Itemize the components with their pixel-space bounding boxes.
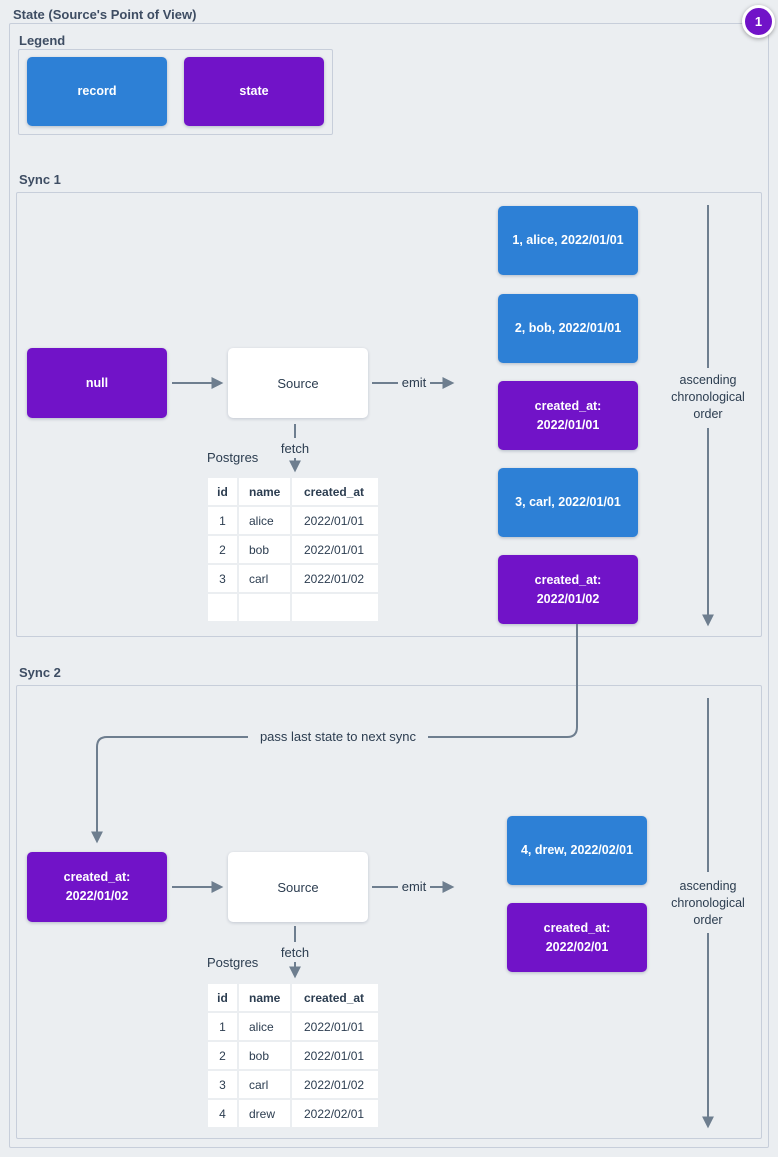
state-line: created_at: bbox=[534, 398, 602, 413]
table-cell: 1 bbox=[208, 1013, 237, 1040]
legend-record-label: record bbox=[77, 84, 117, 98]
sync1-emit-label: emit bbox=[401, 375, 427, 390]
sync1-fetch-label: fetch bbox=[280, 441, 310, 456]
outer-frame bbox=[9, 23, 769, 1148]
table-cell: 3 bbox=[208, 565, 237, 592]
table-header-cell: created_at bbox=[292, 984, 378, 1011]
table-cell bbox=[292, 594, 378, 621]
sync1-input-state-node: null bbox=[27, 348, 167, 418]
table-cell: 3 bbox=[208, 1071, 237, 1098]
table-cell: 1 bbox=[208, 507, 237, 534]
state-line: created_at: bbox=[543, 920, 611, 935]
page-title: State (Source's Point of View) bbox=[13, 7, 197, 22]
table-header-cell: id bbox=[208, 478, 237, 505]
source-label: Source bbox=[277, 375, 319, 391]
sync2-input-state-node: created_at: 2022/01/02 bbox=[27, 852, 167, 922]
table-cell: carl bbox=[239, 565, 290, 592]
sync2-fetch-label: fetch bbox=[280, 945, 310, 960]
table-cell bbox=[239, 594, 290, 621]
sync2-source-node: Source bbox=[228, 852, 368, 922]
sync2-postgres-label: Postgres bbox=[207, 955, 259, 970]
sync1-table: id name created_at 1 alice 2022/01/01 2 … bbox=[208, 478, 378, 621]
sync2-table: id name created_at 1 alice 2022/01/01 2 … bbox=[208, 984, 378, 1127]
state-line: null bbox=[85, 375, 109, 390]
state-line: created_at: bbox=[534, 572, 602, 587]
table-cell: 4 bbox=[208, 1100, 237, 1127]
table-cell: 2022/01/02 bbox=[292, 1071, 378, 1098]
sync2-label: Sync 2 bbox=[19, 665, 61, 680]
table-cell: bob bbox=[239, 536, 290, 563]
table-cell: drew bbox=[239, 1100, 290, 1127]
state-node: created_at: 2022/01/01 bbox=[498, 381, 638, 450]
table-cell: bob bbox=[239, 1042, 290, 1069]
record-node: 2, bob, 2022/01/01 bbox=[498, 294, 638, 363]
table-cell: 2 bbox=[208, 1042, 237, 1069]
record-node: 1, alice, 2022/01/01 bbox=[498, 206, 638, 275]
state-line: 2022/02/01 bbox=[545, 939, 609, 954]
sync1-postgres-label: Postgres bbox=[207, 450, 259, 465]
sync1-source-node: Source bbox=[228, 348, 368, 418]
table-header-cell: id bbox=[208, 984, 237, 1011]
table-cell: alice bbox=[239, 1013, 290, 1040]
table-header-cell: name bbox=[239, 984, 290, 1011]
state-line: 2022/01/02 bbox=[536, 591, 600, 606]
table-cell: 2022/01/01 bbox=[292, 536, 378, 563]
record-line: 4, drew, 2022/02/01 bbox=[520, 843, 634, 857]
state-node: created_at: 2022/01/02 bbox=[498, 555, 638, 624]
record-line: 3, carl, 2022/01/01 bbox=[515, 495, 621, 509]
legend-label: Legend bbox=[19, 33, 66, 48]
table-header-cell: created_at bbox=[292, 478, 378, 505]
record-node: 4, drew, 2022/02/01 bbox=[507, 816, 647, 885]
table-cell: alice bbox=[239, 507, 290, 534]
record-line: 2, bob, 2022/01/01 bbox=[514, 321, 622, 335]
pass-state-label: pass last state to next sync bbox=[248, 730, 428, 744]
table-cell: 2022/01/02 bbox=[292, 565, 378, 592]
record-node: 3, carl, 2022/01/01 bbox=[498, 468, 638, 537]
table-cell: 2022/01/01 bbox=[292, 1013, 378, 1040]
table-cell: 2 bbox=[208, 536, 237, 563]
sync2-emit-label: emit bbox=[401, 879, 427, 894]
state-line: created_at: bbox=[63, 870, 131, 884]
table-header-cell: name bbox=[239, 478, 290, 505]
legend-record-node: record bbox=[27, 57, 167, 126]
table-cell: carl bbox=[239, 1071, 290, 1098]
count-badge: 1 bbox=[742, 5, 775, 38]
state-node: created_at: 2022/02/01 bbox=[507, 903, 647, 972]
table-cell: 2022/02/01 bbox=[292, 1100, 378, 1127]
legend-frame bbox=[18, 49, 333, 135]
source-label: Source bbox=[277, 879, 319, 895]
legend-state-node: state bbox=[184, 57, 324, 126]
sync1-order-note: ascending chronological order bbox=[671, 373, 745, 421]
table-cell bbox=[208, 594, 237, 621]
sync2-order-note: ascending chronological order bbox=[671, 879, 745, 927]
legend-state-label: state bbox=[239, 84, 269, 98]
sync1-label: Sync 1 bbox=[19, 172, 61, 187]
state-line: 2022/01/02 bbox=[65, 889, 129, 903]
record-line: 1, alice, 2022/01/01 bbox=[512, 233, 624, 247]
table-cell: 2022/01/01 bbox=[292, 1042, 378, 1069]
table-cell: 2022/01/01 bbox=[292, 507, 378, 534]
state-line: 2022/01/01 bbox=[536, 417, 600, 432]
